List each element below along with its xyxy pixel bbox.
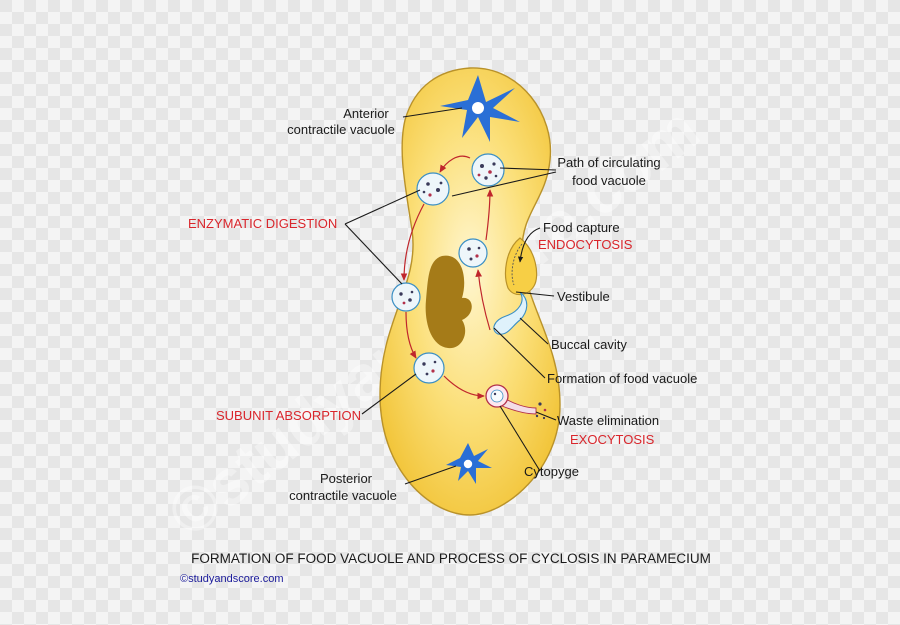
label-anterior-2: contractile vacuole [287,122,395,137]
label-food-capture: Food capture [543,220,620,235]
posterior-contractile-vacuole [446,443,492,484]
label-endocytosis: ENDOCYTOSIS [538,237,633,252]
label-path-1: Path of circulating [557,155,660,170]
food-vacuole-mid-right [458,238,488,268]
label-vestibule: Vestibule [557,289,610,304]
food-vacuole-lower [413,352,445,384]
label-subunit-absorption: SUBUNIT ABSORPTION [216,408,361,423]
label-buccal-cavity: Buccal cavity [551,337,627,352]
label-enzymatic-digestion: ENZYMATIC DIGESTION [188,216,337,231]
label-waste-elimination: Waste elimination [557,413,659,428]
diagram-caption: FORMATION OF FOOD VACUOLE AND PROCESS OF… [191,551,711,566]
label-path-2: food vacuole [572,173,646,188]
macronucleus [425,255,472,349]
food-vacuole-exocytosis [485,384,509,408]
cytopyge-channel [501,397,537,415]
label-posterior-1: Posterior [320,471,373,486]
waste-particles [535,402,547,420]
label-formation: Formation of food vacuole [547,371,697,386]
leader-lines [344,107,557,485]
food-vacuole-mid-left [391,282,421,312]
food-vacuole-top-left [416,172,450,206]
label-cytopyge: Cytopyge [524,464,579,479]
food-vacuole-top-right [471,153,505,187]
anterior-contractile-vacuole [440,75,520,142]
buccal-cavity [493,291,528,335]
label-anterior-1: Anterior [343,106,389,121]
label-exocytosis: EXOCYTOSIS [570,432,655,447]
credit-line: ©studyandscore.com [180,573,284,585]
cyclosis-path-arrows [400,155,494,400]
label-posterior-2: contractile vacuole [289,488,397,503]
